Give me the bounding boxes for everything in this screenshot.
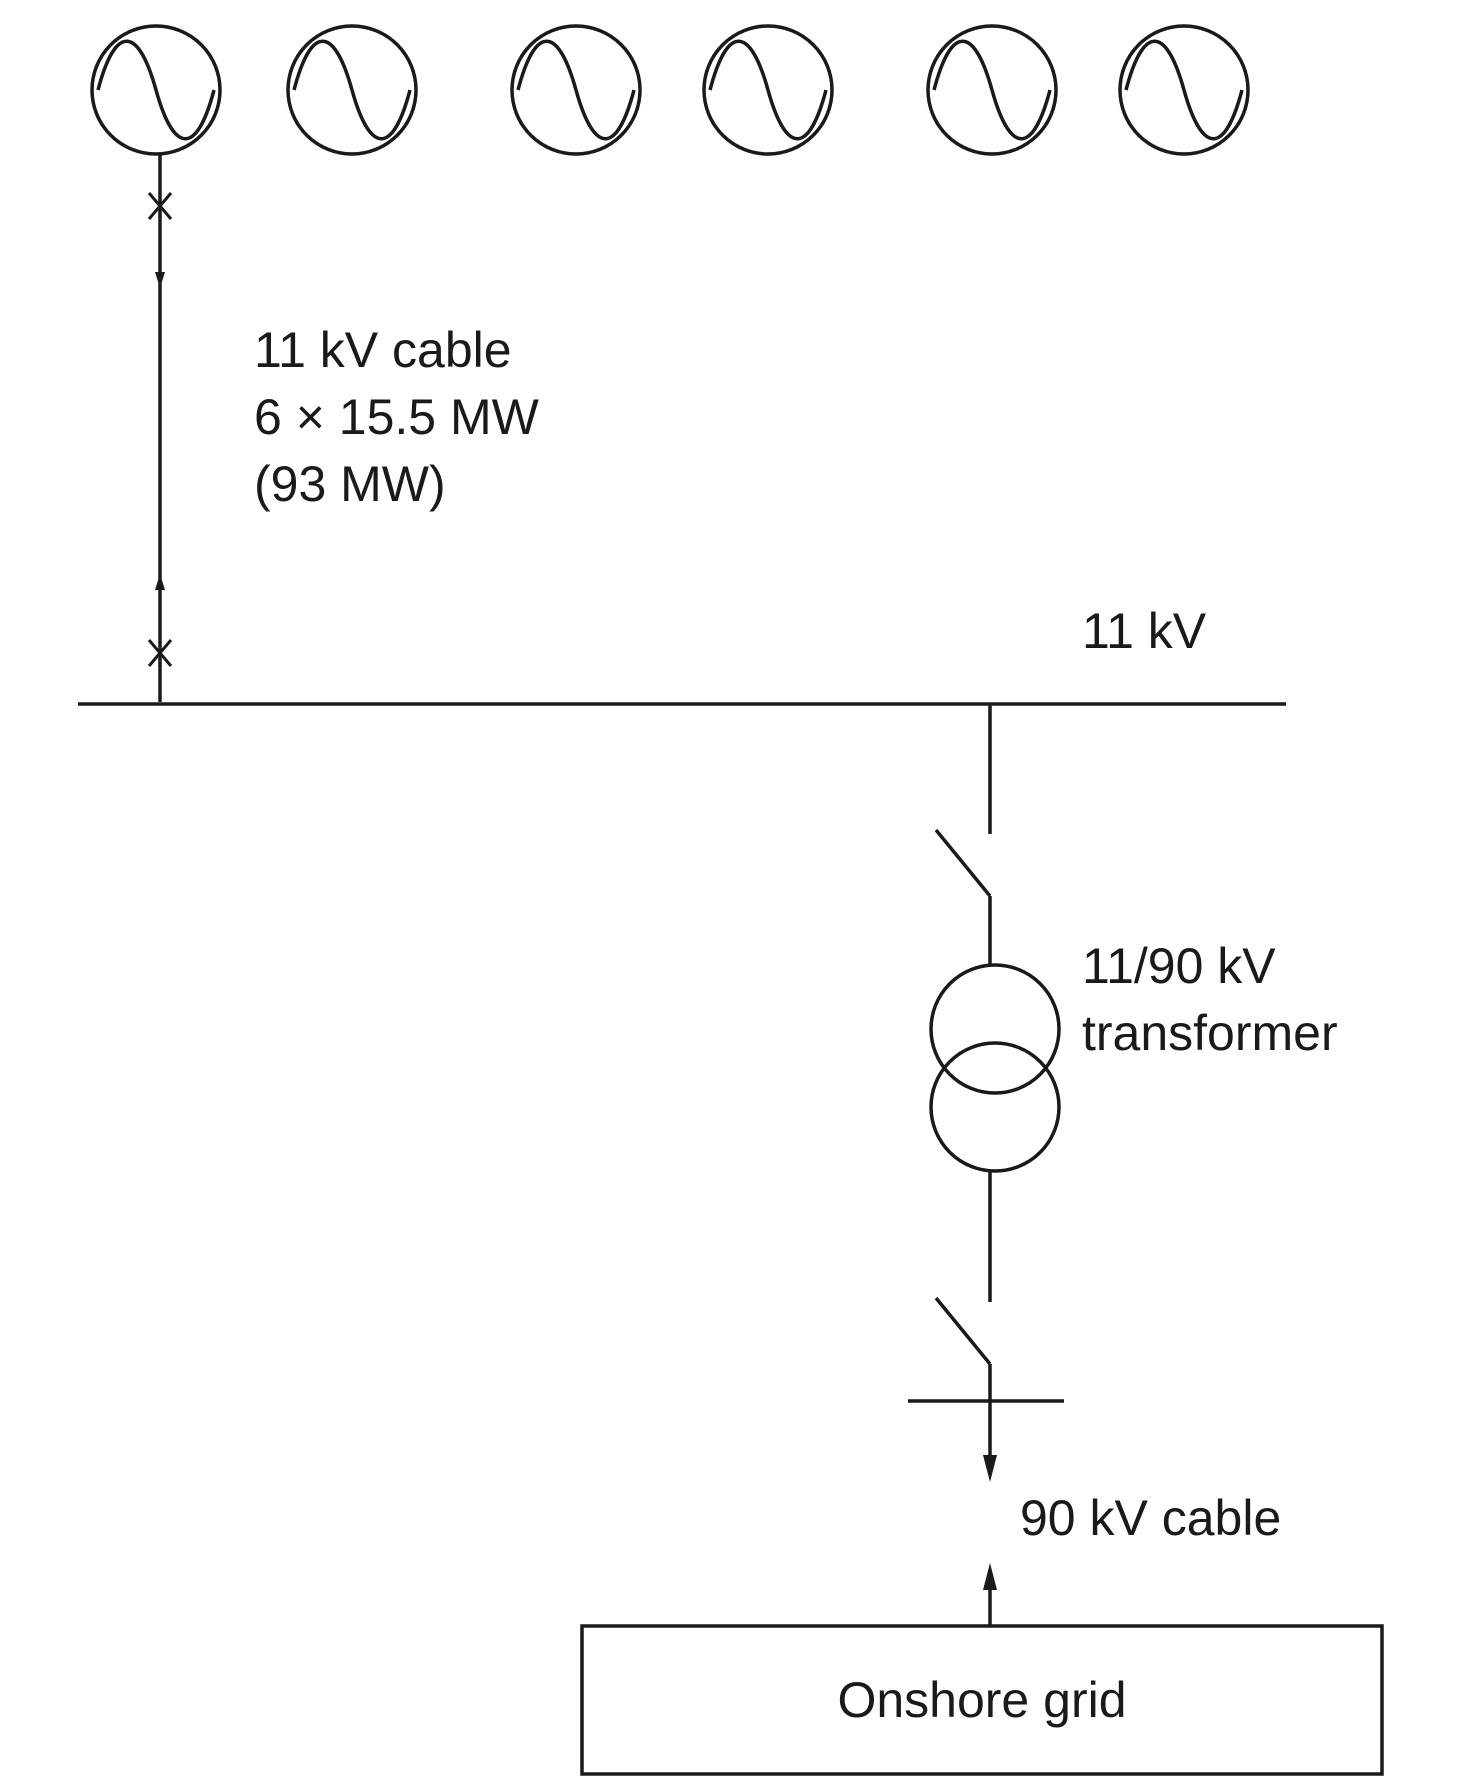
generator-4 (702, 24, 834, 156)
cable-90kv-label: 90 kV cable (1020, 1490, 1281, 1546)
cable-11kv-label-line2: 6 × 15.5 MW (254, 389, 540, 445)
generator-3 (510, 24, 642, 156)
transformer-symbol (929, 963, 1061, 1173)
lower-switch (934, 1296, 992, 1455)
cable-11kv-label-line3: (93 MW) (254, 456, 446, 512)
upper-switch (934, 828, 992, 966)
generator-5 (926, 24, 1058, 156)
generator-1 (90, 24, 222, 156)
generator-6 (1118, 24, 1250, 156)
cable-11kv-label-line1: 11 kV cable (254, 322, 512, 378)
onshore-grid-box (580, 1624, 1384, 1776)
arrow-up-icon (983, 1563, 997, 1590)
onshore-grid-label: Onshore grid (837, 1672, 1126, 1728)
generator-2 (286, 24, 418, 156)
transformer-label-line2: transformer (1082, 1005, 1338, 1061)
arrow-down-icon (983, 1455, 997, 1482)
transformer-label-line1: 11/90 kV (1082, 938, 1276, 994)
busbar-11kv-label: 11 kV (1082, 603, 1207, 659)
cable-11kv-line (147, 155, 173, 702)
